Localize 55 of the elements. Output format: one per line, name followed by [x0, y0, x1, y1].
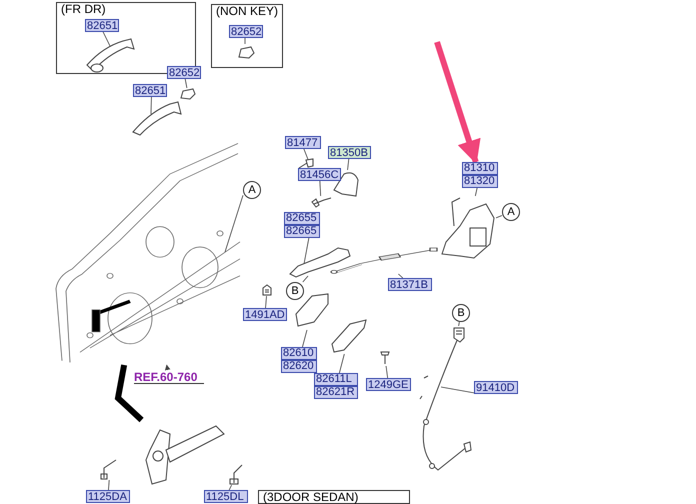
leader-line — [338, 354, 345, 374]
part-number-label: 82652 — [167, 66, 201, 79]
part-number-label: 82651 — [133, 84, 167, 97]
bolt-drawing — [310, 196, 332, 208]
part-number-label: 82651 — [85, 19, 119, 32]
part-number-label: 1491AD — [243, 308, 287, 321]
part-number-label: 82611L — [314, 373, 358, 386]
handle-cap-drawing — [180, 88, 196, 100]
part-number-label: 81350B — [328, 146, 371, 159]
leader-line — [184, 78, 188, 88]
part-number-label: 82621R — [314, 386, 358, 399]
leader-line — [108, 480, 110, 490]
variant-heading: (NON KEY) — [216, 5, 278, 18]
leader-line — [304, 238, 310, 264]
part-number-label: 82652 — [229, 25, 263, 38]
leader-line — [496, 215, 502, 218]
part-number-label: 1125DA — [86, 490, 130, 503]
part-number-label: 1249GE — [366, 378, 411, 391]
pointer-arrow — [434, 41, 481, 164]
leader-line — [302, 276, 308, 282]
handle-cover-drawing — [330, 318, 368, 354]
outside-handle-drawing — [130, 100, 182, 136]
leader-line — [102, 30, 110, 46]
part-number-label: 81320 — [462, 175, 498, 188]
part-number-label: 82655 — [284, 212, 320, 225]
part-number-label: 82665 — [284, 225, 320, 238]
leader-line — [150, 96, 152, 114]
arrow — [164, 364, 170, 370]
cable-drawing — [330, 248, 438, 274]
part-number-label: 82610 — [281, 347, 317, 360]
clip-drawing — [262, 284, 272, 296]
part-number-label: 81477 — [285, 136, 321, 149]
leader-line — [224, 194, 244, 252]
part-number-label: 1125DL — [204, 490, 248, 503]
part-number-label: 82620 — [281, 360, 317, 373]
reference-note: REF.60-760 — [134, 370, 204, 384]
leader-line — [319, 180, 322, 196]
part-number-label: 81456C — [298, 168, 341, 181]
leader-line — [302, 330, 308, 348]
leader-line — [347, 158, 350, 170]
leader-line — [440, 386, 474, 394]
part-number-label: 91410D — [474, 381, 518, 394]
variant-heading: (FR DR) — [61, 3, 106, 16]
leader-line — [265, 296, 267, 308]
leader-line — [386, 366, 388, 378]
variant-heading: (3DOOR SEDAN) — [263, 491, 358, 504]
screw-drawing — [378, 350, 392, 366]
leader-line — [458, 322, 460, 326]
part-number-label: 81371B — [388, 278, 432, 291]
bolt-drawing — [298, 158, 314, 170]
handle-cap-drawing — [237, 45, 255, 59]
leader-line — [474, 188, 478, 196]
part-number-label: 81310 — [462, 162, 498, 175]
leader-line — [244, 36, 246, 44]
leader-line — [398, 274, 404, 278]
